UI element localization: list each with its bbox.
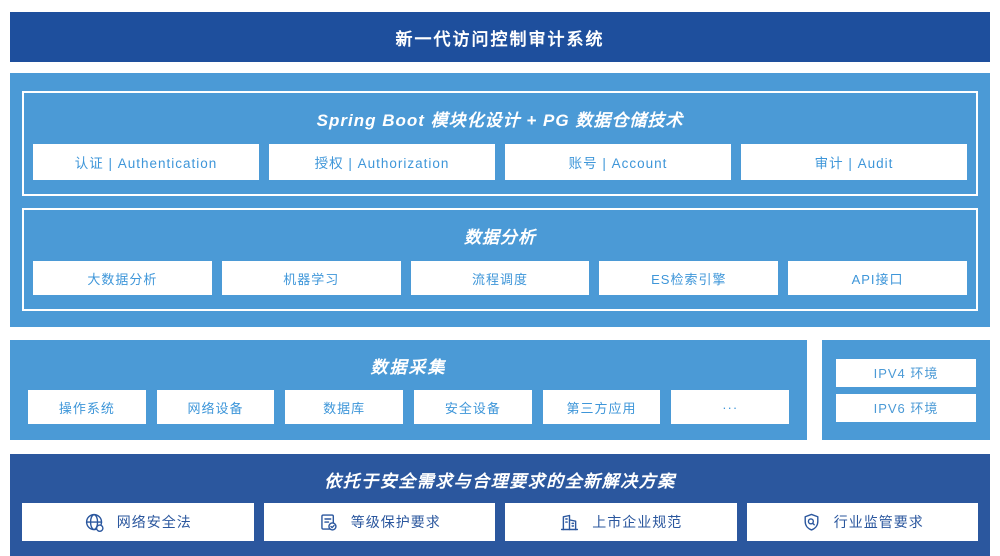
analysis-panel-title: 数据分析 xyxy=(464,228,536,247)
source-database: 数据库 xyxy=(285,390,404,424)
requirement-label: 行业监管要求 xyxy=(833,514,924,530)
platform-panel: Spring Boot 模块化设计 + PG 数据仓储技术 认证 | Authe… xyxy=(22,91,978,196)
module-api-interface: API接口 xyxy=(788,261,967,295)
buildings-icon xyxy=(561,514,579,530)
requirement-network-security-law: 网络安全法 xyxy=(22,503,254,541)
module-es-search-engine: ES检索引擎 xyxy=(599,261,779,295)
solution-panel-title: 依托于安全需求与合理要求的全新解决方案 xyxy=(324,472,676,491)
requirement-listed-company-standard: 上市企业规范 xyxy=(505,503,737,541)
source-network-device: 网络设备 xyxy=(156,390,275,424)
analysis-panel: 数据分析 大数据分析 机器学习 流程调度 ES检索引擎 API接口 xyxy=(22,208,978,311)
document-check-icon xyxy=(320,513,337,531)
requirement-label: 网络安全法 xyxy=(116,514,192,530)
requirement-label: 等级保护要求 xyxy=(350,514,441,530)
source-more-ellipsis: ··· xyxy=(671,390,790,424)
environment-panel: IPV4 环境 IPV6 环境 xyxy=(822,340,990,440)
requirement-industry-regulation: 行业监管要求 xyxy=(746,503,978,541)
page-title-bar: 新一代访问控制审计系统 xyxy=(10,12,990,62)
module-audit: 审计 | Audit xyxy=(741,144,967,180)
analysis-module-row: 大数据分析 机器学习 流程调度 ES检索引擎 API接口 xyxy=(33,261,967,295)
module-bigdata-analysis: 大数据分析 xyxy=(33,261,212,295)
shield-search-icon xyxy=(804,513,819,531)
env-ipv4: IPV4 环境 xyxy=(836,358,976,387)
collection-panel-title: 数据采集 xyxy=(370,358,447,377)
requirement-classified-protection: 等级保护要求 xyxy=(263,503,495,541)
requirement-row: 网络安全法 等级保护要求 xyxy=(22,503,978,541)
source-security-device: 安全设备 xyxy=(414,390,532,424)
env-ipv6: IPV6 环境 xyxy=(836,393,976,422)
module-authorization: 授权 | Authorization xyxy=(269,144,495,180)
collection-row: 数据采集 操作系统 网络设备 数据库 安全设备 第三方应用 ··· IPV4 环… xyxy=(10,340,990,440)
platform-module-row: 认证 | Authentication 授权 | Authorization 账… xyxy=(33,144,967,180)
collection-source-row: 操作系统 网络设备 数据库 安全设备 第三方应用 ··· xyxy=(28,390,790,424)
source-third-party-app: 第三方应用 xyxy=(542,390,661,424)
solution-panel: 依托于安全需求与合理要求的全新解决方案 网络安全法 xyxy=(10,454,990,556)
collection-panel: 数据采集 操作系统 网络设备 数据库 安全设备 第三方应用 ··· xyxy=(10,340,807,440)
module-account: 账号 | Account xyxy=(505,144,731,180)
module-machine-learning: 机器学习 xyxy=(221,261,401,295)
platform-panel-title: Spring Boot 模块化设计 + PG 数据仓储技术 xyxy=(316,111,684,130)
module-authentication: 认证 | Authentication xyxy=(33,144,259,180)
source-operating-system: 操作系统 xyxy=(28,390,146,424)
page-title: 新一代访问控制审计系统 xyxy=(395,29,605,49)
requirement-label: 上市企业规范 xyxy=(592,514,683,530)
module-flow-scheduling: 流程调度 xyxy=(410,261,590,295)
architecture-stack: Spring Boot 模块化设计 + PG 数据仓储技术 认证 | Authe… xyxy=(10,73,990,327)
globe-check-icon xyxy=(85,513,104,532)
